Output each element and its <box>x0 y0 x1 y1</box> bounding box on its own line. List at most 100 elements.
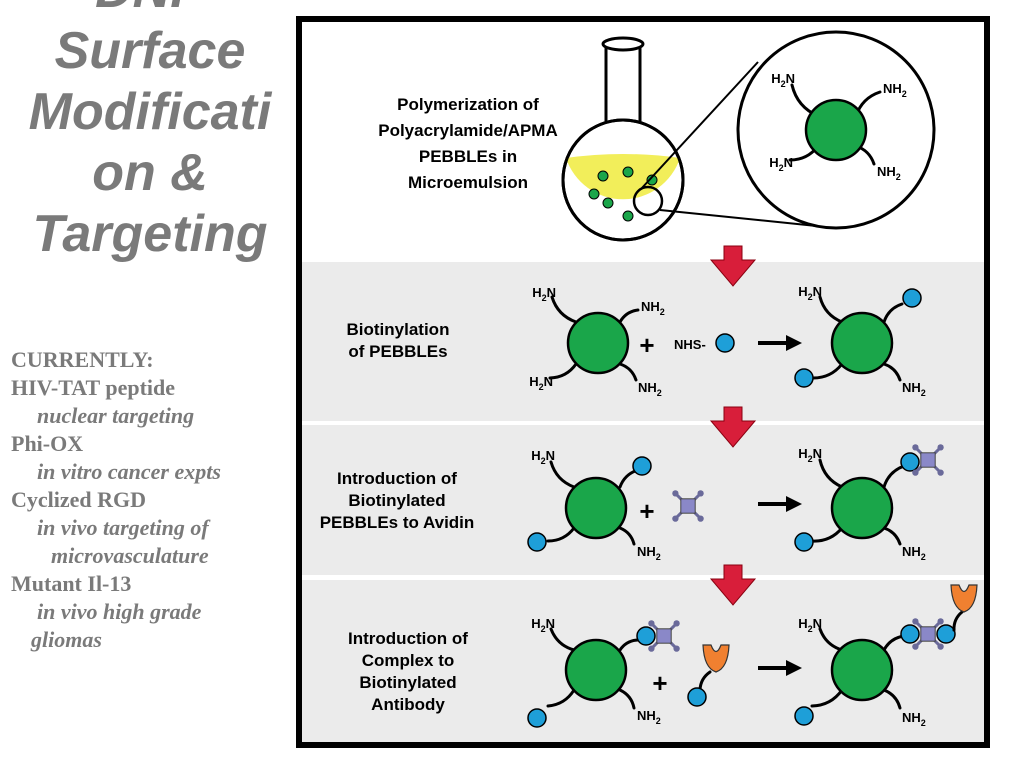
linker-arm <box>548 362 578 380</box>
linker-arm <box>618 638 640 652</box>
antibody-icon <box>950 584 978 613</box>
pebble-particle <box>830 638 894 702</box>
step-label: Polymerization of Polyacrylamide/APMA PEBB… <box>378 95 558 192</box>
list-item-name: Mutant Il-13 <box>11 571 132 596</box>
antibody-icon <box>702 644 730 673</box>
flask-particle <box>588 188 600 200</box>
amine-label: NH2 <box>638 380 662 398</box>
step-label-line: Complex to <box>362 651 455 670</box>
amine-label: H2N <box>771 71 795 89</box>
down-arrow-icon <box>709 406 757 448</box>
linker-arm <box>882 688 902 710</box>
step-label-line: Biotinylated <box>348 491 445 510</box>
linker-arm <box>618 362 638 382</box>
amine-label: H2N <box>532 285 556 303</box>
list-item-name: Phi-OX <box>11 431 84 456</box>
flask-rim <box>601 36 645 52</box>
plus-sign: + <box>639 496 654 526</box>
linker-arm <box>549 460 576 489</box>
flask-neck <box>604 43 642 127</box>
linker-arm <box>810 362 844 380</box>
linker-arm <box>952 610 964 632</box>
list-item-desc: in vitro cancer expts <box>37 459 221 484</box>
biotin-icon <box>794 532 814 552</box>
biotin-icon <box>632 456 652 476</box>
zoom-line <box>640 61 759 190</box>
amine-label: NH2 <box>902 710 926 728</box>
step-label-line: Polymerization of <box>397 95 539 114</box>
flask-particle <box>602 197 614 209</box>
flask-particle <box>622 166 634 178</box>
plus-sign: + <box>652 668 667 698</box>
linker-arm <box>882 526 902 546</box>
pebble-particle <box>830 476 894 540</box>
amine-label: H2N <box>529 374 553 392</box>
amine-label: NH2 <box>637 544 661 562</box>
nhs-label: NHS- <box>674 337 706 352</box>
pebble-particle <box>564 476 628 540</box>
amine-label: NH2 <box>902 544 926 562</box>
list-item-desc: microvasculature <box>51 543 209 568</box>
pebble-particle <box>564 638 628 702</box>
biotin-icon <box>902 288 922 308</box>
title-line: on & <box>92 144 208 202</box>
step-label-line: PEBBLEs to Avidin <box>320 513 475 532</box>
list-item-name: Cyclized RGD <box>11 487 147 512</box>
avidin-icon <box>912 618 944 650</box>
biotin-icon <box>715 333 735 353</box>
step-label-line: of PEBBLEs <box>348 342 447 361</box>
amine-label: H2N <box>798 616 822 634</box>
zoom-ring <box>632 185 664 217</box>
step-label: Biotinylation of PEBBLEs <box>347 320 450 361</box>
amine-label: H2N <box>798 446 822 464</box>
flask-outline <box>561 118 685 242</box>
reaction-arrow-head <box>786 660 802 676</box>
amine-label: H2N <box>531 448 555 466</box>
biotin-icon <box>900 624 920 644</box>
biotin-icon <box>687 687 707 707</box>
step-label-line: Antibody <box>371 695 445 714</box>
step-label-line: Polyacrylamide/APMA <box>378 121 558 140</box>
linker-arm <box>810 526 844 543</box>
biotin-icon <box>794 706 814 726</box>
linker-arm <box>546 688 576 708</box>
down-arrow-icon <box>709 564 757 606</box>
linker-arm <box>882 362 902 382</box>
title-line: Modificati <box>28 83 272 141</box>
step-label-line: Biotinylation <box>347 320 450 339</box>
avidin-icon <box>648 620 680 652</box>
list-header: CURRENTLY: <box>11 347 154 372</box>
list-item-desc: nuclear targeting <box>37 403 195 428</box>
flask-particle <box>597 170 609 182</box>
linker-arm <box>618 308 640 324</box>
linker-arm <box>618 526 636 546</box>
linker-arm <box>550 295 578 324</box>
targeting-list: CURRENTLY: HIV-TAT peptide nuclear targe… <box>11 346 296 654</box>
title-line: Surface <box>54 22 246 80</box>
biotin-icon <box>936 624 956 644</box>
flask-particle <box>646 174 658 186</box>
pebble-particle <box>804 98 868 162</box>
biotin-icon <box>794 368 814 388</box>
down-arrow-icon <box>709 245 757 287</box>
linker-arm <box>618 688 636 710</box>
title-line: DNP <box>0 0 300 21</box>
list-item-desc: gliomas <box>31 627 102 652</box>
slide-title: DNP Surface Modificati on & Targeting <box>0 0 300 265</box>
reaction-arrow-head <box>786 496 802 512</box>
biotin-icon <box>900 452 920 472</box>
pebble-particle <box>566 311 630 375</box>
amine-label: H2N <box>798 284 822 302</box>
step-label-line: Introduction of <box>337 469 457 488</box>
biotin-icon <box>636 626 656 646</box>
flask-particle <box>622 210 634 222</box>
linker-arm <box>882 464 906 489</box>
amine-label: NH2 <box>637 708 661 726</box>
linker-arm <box>818 295 844 324</box>
list-item-desc: in vivo high grade <box>37 599 202 624</box>
title-line: Targeting <box>32 205 268 263</box>
step-label-line: PEBBLEs in <box>419 147 517 166</box>
